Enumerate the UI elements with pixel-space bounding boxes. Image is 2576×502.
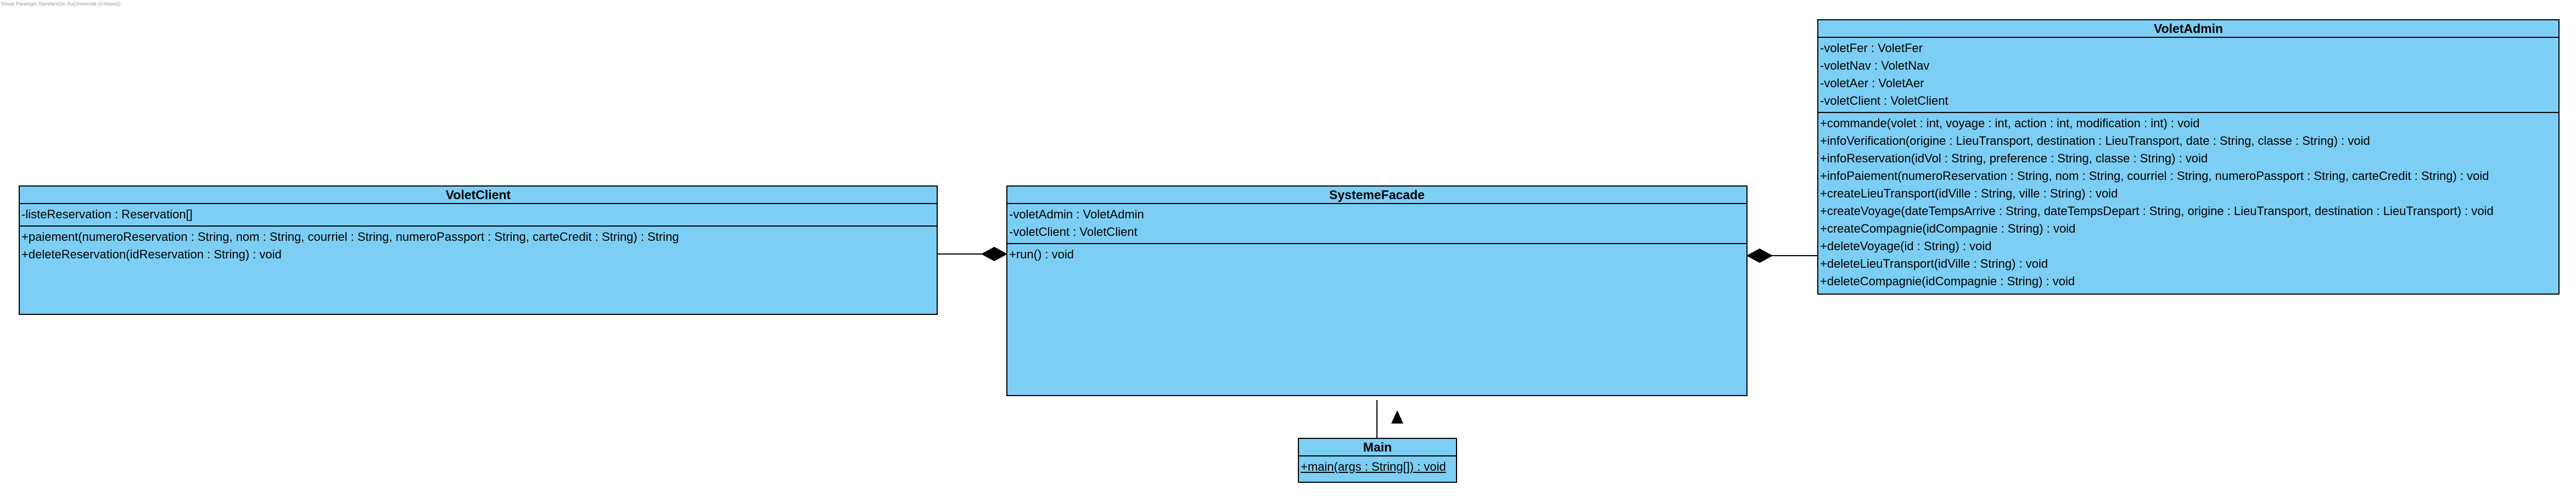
operation: +deleteVoyage(id : String) : void [1820,239,1992,253]
operations-compartment: +run() : void [1007,244,1746,266]
operation: +createCompagnie(idCompagnie : String) :… [1820,222,2076,235]
operations-compartment: +paiement(numeroReservation : String, no… [20,227,937,266]
attribute: -voletClient : VoletClient [1820,94,1948,108]
attribute: -listeReservation : Reservation[] [21,207,193,221]
attribute: -voletNav : VoletNav [1820,59,1930,72]
operation: +infoPaiement(numeroReservation : String… [1820,169,2489,183]
attribute: -voletAdmin : VoletAdmin [1009,207,1144,221]
class-volet-client[interactable]: VoletClient -listeReservation : Reservat… [19,185,938,315]
composition-diamond-icon [981,246,1008,262]
operation: +main(args : String[]) : void [1301,460,1446,473]
operation: +infoReservation(idVol : String, prefere… [1820,151,2208,165]
operations-compartment: +main(args : String[]) : void [1299,456,1456,478]
operation: +infoVerification(origine : LieuTranspor… [1820,134,2370,148]
operation: +deleteCompagnie(idCompagnie : String) :… [1820,274,2075,288]
attributes-compartment: -voletFer : VoletFer -voletNav : VoletNa… [1818,38,2558,113]
class-systeme-facade[interactable]: SystemeFacade -voletAdmin : VoletAdmin -… [1006,185,1748,396]
class-name: VoletAdmin [1818,20,2558,38]
class-name: SystemeFacade [1007,187,1746,204]
class-main[interactable]: Main +main(args : String[]) : void [1298,438,1457,483]
operations-compartment: +commande(volet : int, voyage : int, act… [1818,113,2558,292]
attribute: -voletAer : VoletAer [1820,76,1924,90]
attributes-compartment: -listeReservation : Reservation[] [20,204,937,227]
direction-triangle-icon [1391,410,1403,424]
composition-volet-admin[interactable] [1746,248,1817,263]
operation: +commande(volet : int, voyage : int, act… [1820,116,2200,130]
association-main-facade[interactable] [1376,400,1403,438]
class-name: Main [1299,439,1456,456]
operation: +createVoyage(dateTempsArrive : String, … [1820,204,2494,218]
operation: +run() : void [1009,247,1074,261]
operation: +paiement(numeroReservation : String, no… [21,230,679,244]
operation: +createLieuTransport(idVille : String, v… [1820,187,2118,200]
watermark: Visual Paradigm Standard(Im Xu(Universit… [1,1,121,7]
attribute: -voletClient : VoletClient [1009,225,1138,239]
composition-volet-client[interactable] [938,246,1008,262]
class-name: VoletClient [20,187,937,204]
attribute: -voletFer : VoletFer [1820,41,1923,55]
composition-diamond-icon [1746,248,1773,263]
attributes-compartment: -voletAdmin : VoletAdmin -voletClient : … [1007,204,1746,244]
operation: +deleteLieuTransport(idVille : String) :… [1820,257,2048,270]
operation: +deleteReservation(idReservation : Strin… [21,247,282,261]
class-volet-admin[interactable]: VoletAdmin -voletFer : VoletFer -voletNa… [1817,19,2560,295]
